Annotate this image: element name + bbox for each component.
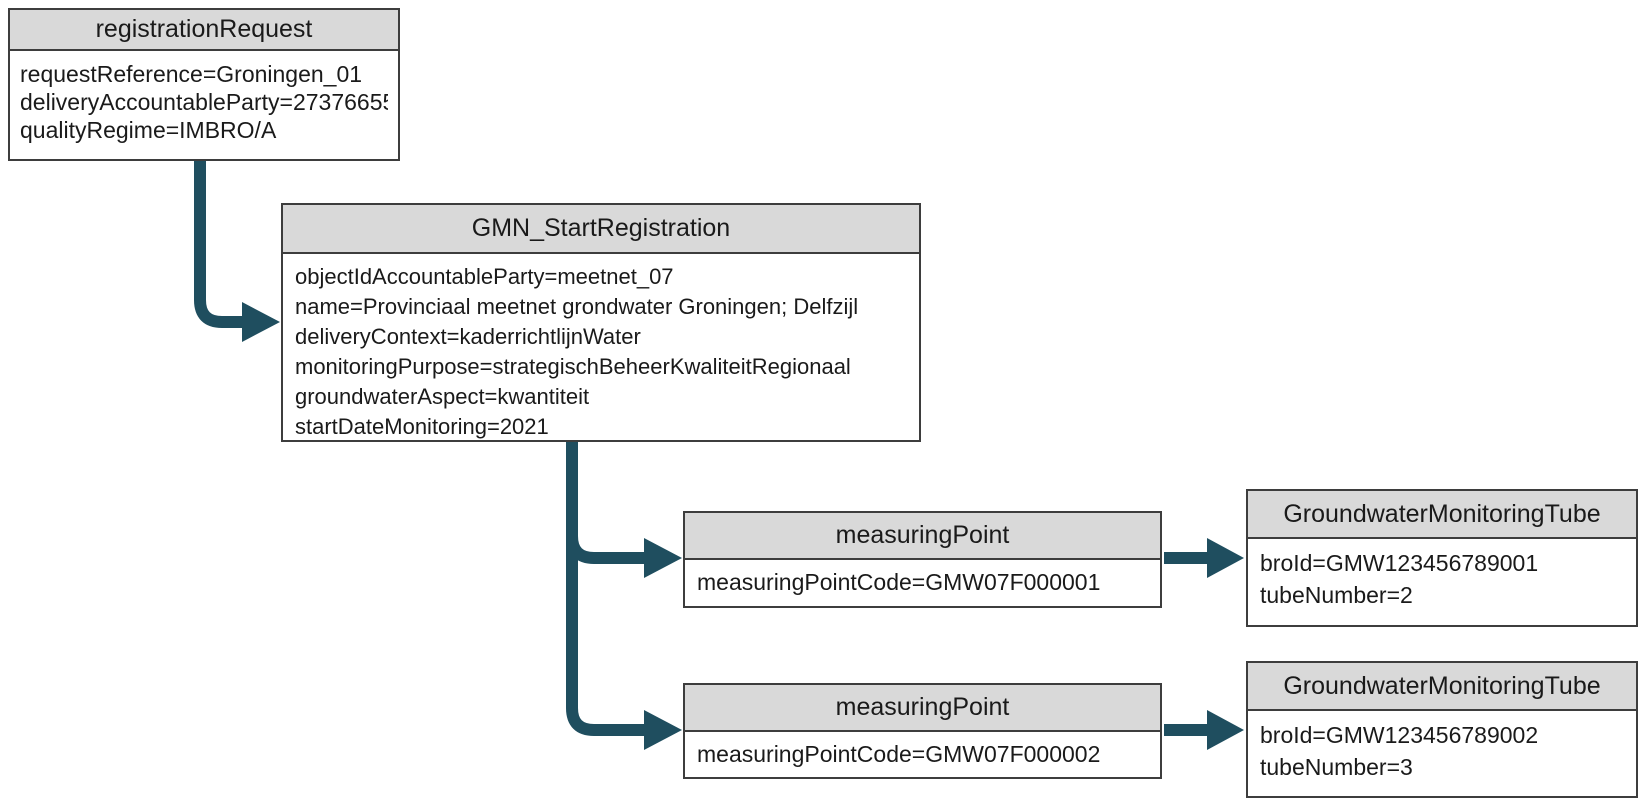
attribute-start-date-monitoring: startDateMonitoring=2021: [295, 414, 549, 439]
attribute-object-id-accountable-party: objectIdAccountableParty=meetnet_07: [295, 264, 674, 289]
node-gmn-start-registration-body: objectIdAccountableParty=meetnet_07 name…: [283, 254, 919, 442]
attribute-measuring-point-code: measuringPointCode=GMW07F000001: [697, 569, 1101, 595]
attribute-measuring-point-code: measuringPointCode=GMW07F000002: [697, 741, 1101, 767]
node-measuring-point-2: measuringPoint measuringPointCode=GMW07F…: [683, 683, 1162, 779]
attribute-name: name=Provinciaal meetnet grondwater Gron…: [295, 294, 859, 319]
node-measuring-point-2-body: measuringPointCode=GMW07F000002: [685, 732, 1160, 777]
node-measuring-point-1: measuringPoint measuringPointCode=GMW07F…: [683, 511, 1162, 608]
attribute-tube-number: tubeNumber=3: [1260, 754, 1413, 780]
node-measuring-point-1-title: measuringPoint: [685, 513, 1160, 560]
attribute-monitoring-purpose: monitoringPurpose=strategischBeheerKwali…: [295, 354, 851, 379]
arrow-registration-to-gmn: [194, 161, 280, 342]
node-groundwater-monitoring-tube-2: GroundwaterMonitoringTube broId=GMW12345…: [1246, 661, 1638, 798]
node-groundwater-monitoring-tube-2-title: GroundwaterMonitoringTube: [1248, 663, 1636, 711]
node-registration-request-body: requestReference=Groningen_01 deliveryAc…: [10, 51, 398, 144]
attribute-tube-number: tubeNumber=2: [1260, 582, 1413, 608]
attribute-groundwater-aspect: groundwaterAspect=kwantiteit: [295, 384, 590, 409]
attribute-delivery-context: deliveryContext=kaderrichtlijnWater: [295, 324, 641, 349]
node-measuring-point-2-title: measuringPoint: [685, 685, 1160, 732]
arrow-measuringpoint-1-to-tube-1: [1164, 538, 1244, 578]
attribute-bro-id: broId=GMW123456789001: [1260, 550, 1539, 576]
node-groundwater-monitoring-tube-1-title: GroundwaterMonitoringTube: [1248, 491, 1636, 539]
attribute-bro-id: broId=GMW123456789002: [1260, 722, 1539, 748]
node-groundwater-monitoring-tube-2-body: broId=GMW123456789002 tubeNumber=3: [1248, 711, 1636, 783]
node-groundwater-monitoring-tube-1-body: broId=GMW123456789001 tubeNumber=2: [1248, 539, 1636, 611]
node-measuring-point-1-body: measuringPointCode=GMW07F000001: [685, 560, 1160, 605]
arrow-gmn-to-measuringpoint-2: [566, 442, 682, 750]
attribute-request-reference: requestReference=Groningen_01: [20, 61, 363, 87]
node-gmn-start-registration: GMN_StartRegistration objectIdAccountabl…: [281, 203, 921, 442]
node-gmn-start-registration-title: GMN_StartRegistration: [283, 205, 919, 254]
node-groundwater-monitoring-tube-1: GroundwaterMonitoringTube broId=GMW12345…: [1246, 489, 1638, 627]
attribute-quality-regime: qualityRegime=IMBRO/A: [20, 117, 277, 143]
arrow-measuringpoint-2-to-tube-2: [1164, 710, 1244, 750]
arrow-gmn-to-measuringpoint-1: [566, 442, 682, 578]
attribute-delivery-accountable-party: deliveryAccountableParty=27376655: [20, 89, 388, 115]
node-registration-request-title: registrationRequest: [10, 10, 398, 51]
node-registration-request: registrationRequest requestReference=Gro…: [8, 8, 400, 161]
